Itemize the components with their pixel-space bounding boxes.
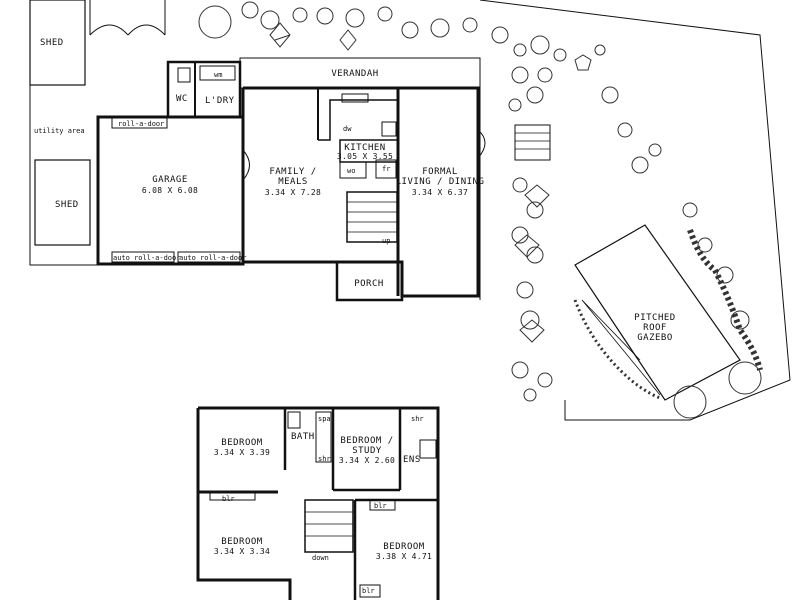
shed-bottom-outline	[34, 159, 91, 246]
stair-up-label: up	[382, 237, 391, 245]
bedroom-3-label: BEDROOM	[221, 537, 263, 547]
ensuite-label: ENS	[403, 455, 421, 465]
shed-top-label: SHED	[40, 38, 64, 48]
auto-roll-a-door-2-label: auto roll-a-door	[179, 254, 247, 262]
spa-label: spa	[318, 415, 331, 423]
bath-label: BATH	[291, 432, 315, 442]
laundry-label: L'DRY	[205, 96, 235, 106]
shed-bottom-label: SHED	[55, 200, 79, 210]
shower-2-label: shr	[411, 415, 424, 423]
utility-area-label: utility area	[34, 127, 85, 135]
family-label-line2: MEALS	[278, 177, 308, 187]
built-in-robe-1-label: blr	[222, 495, 235, 503]
dishwasher-label: dw	[343, 125, 352, 133]
family-label-line1: FAMILY /	[269, 167, 317, 177]
roll-a-door-label: roll-a-door	[118, 120, 165, 128]
bedroom-2-label-line2: STUDY	[352, 446, 382, 456]
fridge-label: fr	[382, 165, 391, 173]
built-in-robe-3-label: blr	[362, 587, 375, 595]
kitchen-dimensions: 3.05 x 3.55	[336, 152, 394, 161]
porch-label: PORCH	[354, 279, 384, 289]
family-dimensions: 3.34 x 7.28	[264, 188, 322, 197]
kitchen-label: KITCHEN	[344, 143, 386, 153]
formal-dimensions: 3.34 x 6.37	[411, 188, 469, 197]
wall-oven-label: wo	[347, 167, 356, 175]
auto-roll-a-door-1-label: auto roll-a-door	[113, 254, 181, 262]
verandah-label: VERANDAH	[331, 69, 379, 79]
stair-down-label: down	[312, 554, 329, 562]
bedroom-2-label-line1: BEDROOM /	[340, 436, 394, 446]
built-in-robe-2-label: blr	[374, 502, 387, 510]
bedroom-4-label: BEDROOM	[383, 542, 425, 552]
bedroom-2-dimensions: 3.34 x 2.60	[338, 456, 396, 465]
shed-top-outline	[29, 0, 86, 86]
bedroom-3-dimensions: 3.34 x 3.34	[213, 547, 271, 556]
washing-machine-label: wm	[214, 71, 223, 79]
garage-label: GARAGE	[152, 175, 188, 185]
wc-label: WC	[176, 94, 188, 104]
bedroom-1-label: BEDROOM	[221, 438, 263, 448]
bedroom-4-dimensions: 3.38 x 4.71	[375, 552, 433, 561]
bedroom-1-dimensions: 3.34 x 3.39	[213, 448, 271, 457]
garage-dimensions: 6.08 x 6.08	[141, 186, 199, 195]
shower-1-label: shr	[318, 455, 331, 463]
gazebo-label-line1: PITCHED	[634, 313, 676, 323]
gazebo-label-line2: ROOF	[643, 323, 667, 333]
gazebo-label-line3: GAZEBO	[637, 333, 673, 343]
formal-label-line2: LIVING / DINING	[395, 177, 485, 187]
formal-label-line1: FORMAL	[422, 167, 458, 177]
